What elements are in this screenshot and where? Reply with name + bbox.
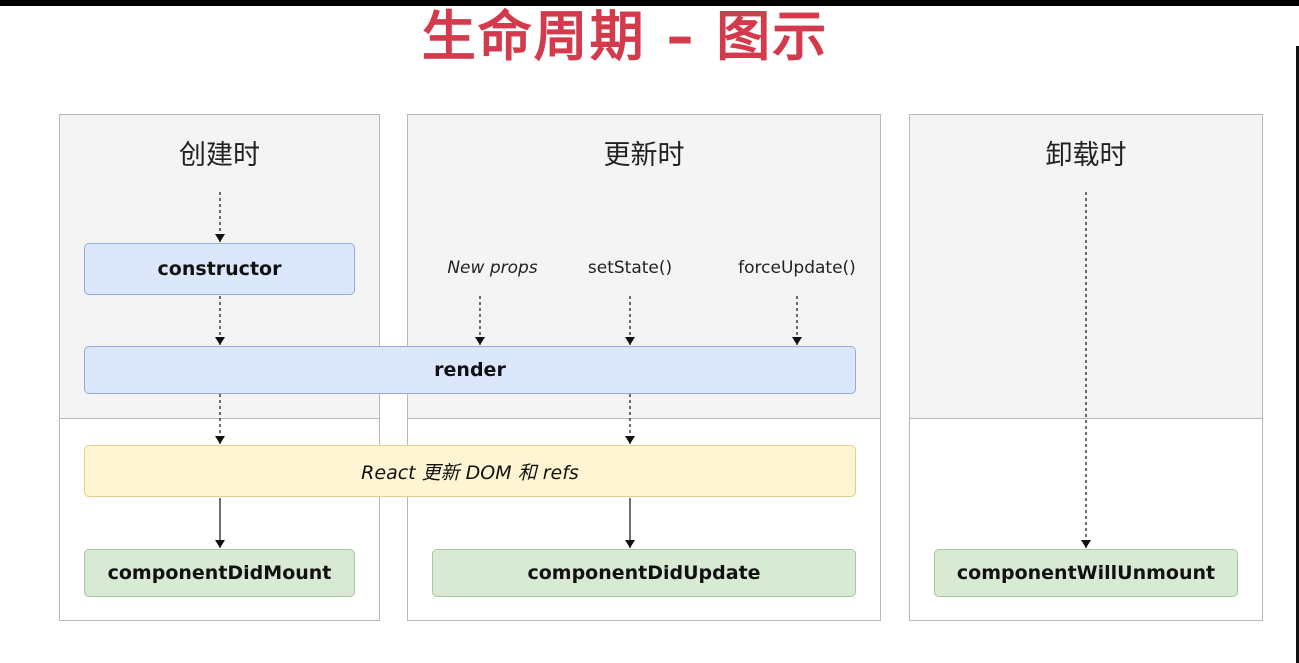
component-did-mount-box: componentDidMount <box>84 549 355 597</box>
unmount-column-heading: 卸载时 <box>1045 140 1127 171</box>
react-dom-update-box: React 更新 DOM 和 refs <box>84 445 856 497</box>
render-box: render <box>84 346 856 394</box>
flow-arrows <box>215 192 1091 548</box>
component-will-unmount-box: componentWillUnmount <box>934 549 1238 597</box>
trigger-new-props: New props <box>447 258 538 278</box>
slide: 生命周期 – 图示 创建时 更新时 卸载时 New props setState… <box>0 5 1299 663</box>
constructor-box: constructor <box>84 243 355 295</box>
page-title: 生命周期 – 图示 <box>421 5 829 68</box>
component-did-update-box: componentDidUpdate <box>432 549 856 597</box>
trigger-set-state: setState() <box>587 258 673 278</box>
window-edge <box>1296 46 1299 663</box>
update-column-heading: 更新时 <box>603 140 685 171</box>
trigger-force-update: forceUpdate() <box>738 258 856 278</box>
mount-column-heading: 创建时 <box>179 140 260 171</box>
